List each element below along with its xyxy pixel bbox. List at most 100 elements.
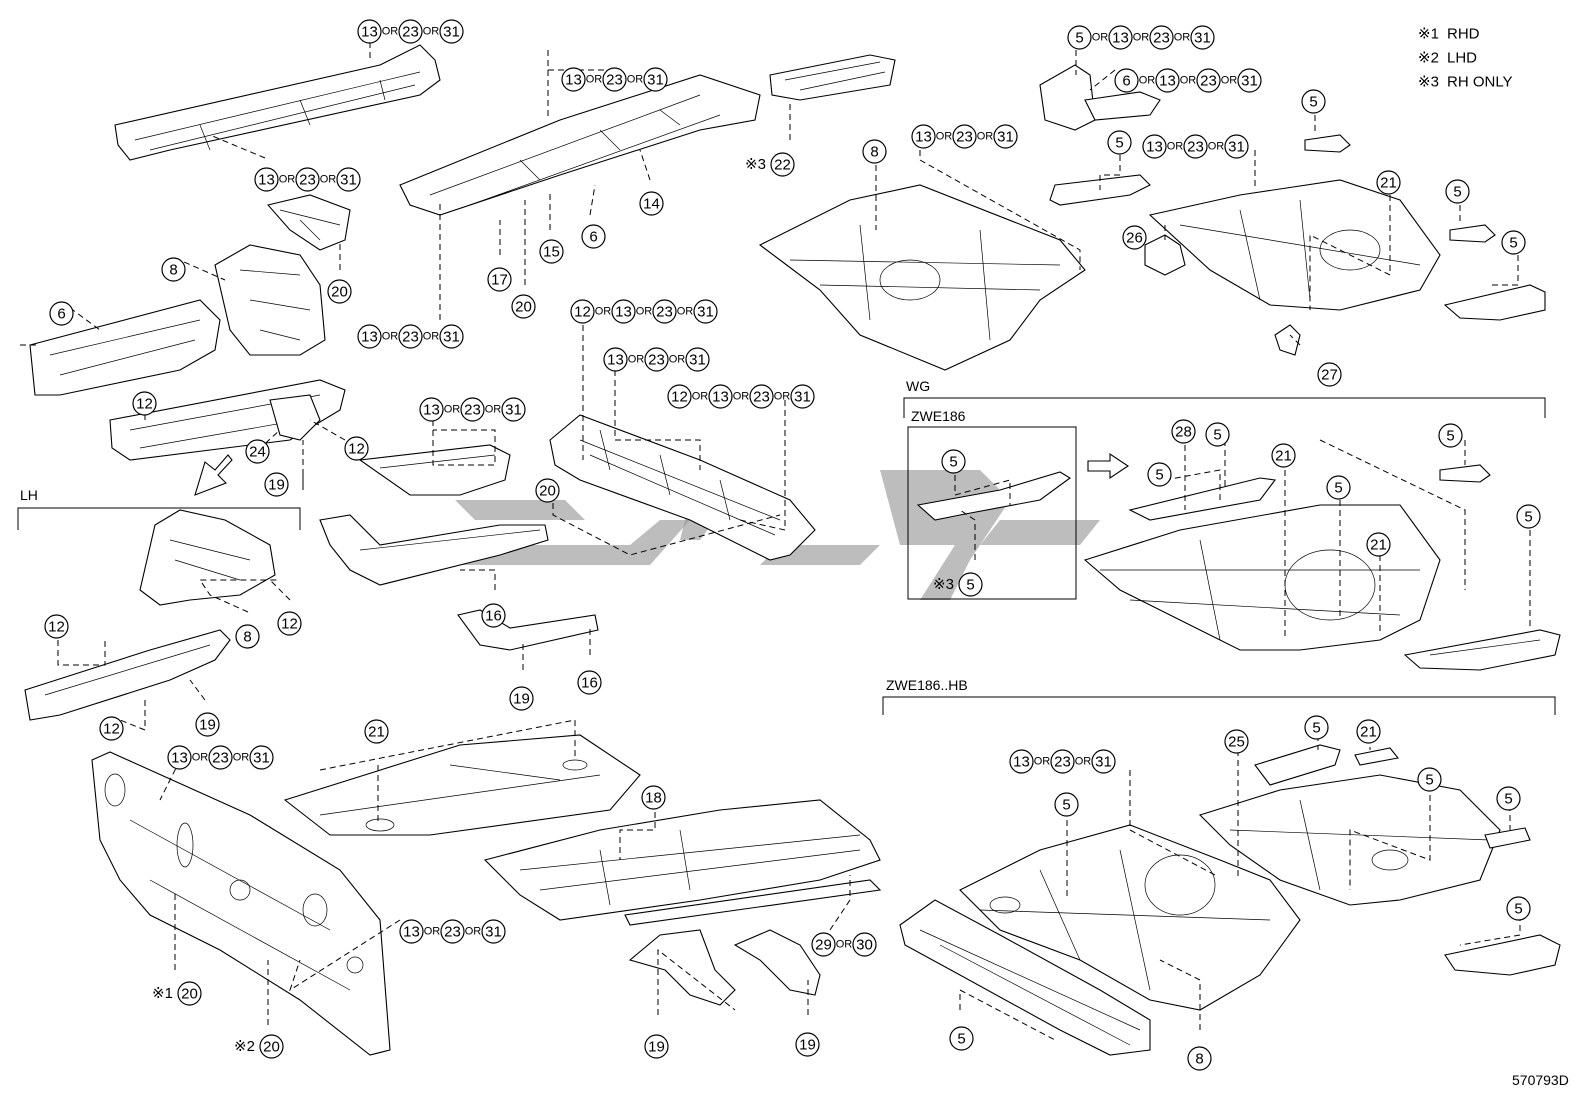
callout-circle [1067, 25, 1092, 50]
callout-or: OR [279, 174, 296, 186]
callout-group: 28 [1171, 419, 1196, 444]
callout-or: OR [677, 306, 694, 318]
callout-number: 5 [1334, 480, 1342, 497]
callout-prefix: ※3 [745, 156, 766, 173]
callout-number: 8 [870, 144, 878, 161]
part-hb-crossmember [899, 899, 1151, 1056]
callout-number: 13 [403, 924, 420, 941]
part-5-plate-d [1443, 284, 1546, 321]
callout-group: ※3 22 [745, 152, 795, 177]
callout-number: 23 [1153, 30, 1170, 47]
callout-number: 8 [169, 262, 177, 279]
section-label-zwe186-hb: ZWE186..HB [886, 677, 968, 693]
part-19-member [457, 609, 599, 651]
callout-circle [327, 279, 352, 304]
callout-number: 31 [794, 389, 811, 406]
callout-circle [770, 152, 795, 177]
arrow-down-left-icon [194, 454, 233, 496]
callout-circle [749, 384, 774, 409]
callout-circle [1009, 749, 1034, 774]
callout-circle [1438, 423, 1463, 448]
callout-circle [398, 324, 423, 349]
callout-group: 8 [862, 139, 887, 164]
callout-group: 26 [1122, 225, 1147, 250]
callout-number: 12 [136, 396, 153, 413]
callout-circle [1091, 749, 1116, 774]
callout-group: 21 [1366, 532, 1391, 557]
callout-circle [1122, 225, 1147, 250]
callout-number: 21 [368, 724, 385, 741]
callout-circle [399, 919, 424, 944]
callout-circle [501, 397, 526, 422]
callout-group: 5 [1147, 462, 1172, 487]
callout-circle [364, 719, 389, 744]
callout-number: 15 [543, 244, 560, 261]
callout-circle [161, 257, 186, 282]
callout-number: 22 [774, 157, 791, 174]
callout-number: 20 [181, 986, 198, 1003]
callout-circle [1516, 504, 1541, 529]
section-bracket-hb [882, 696, 1556, 715]
callout-group: 5 [1107, 130, 1132, 155]
callout-group: 19 [264, 472, 289, 497]
callout-circle [1155, 68, 1180, 93]
callout-group: 21 [364, 719, 389, 744]
part-upper-rail [114, 44, 441, 161]
callout-circle [581, 224, 606, 249]
callout-group: 5 [1417, 767, 1442, 792]
callout-group: 19 [509, 686, 534, 711]
callout-number: 18 [645, 790, 662, 807]
callout-number: 12 [103, 721, 120, 738]
callout-number: 6 [589, 229, 597, 246]
legend-item-2: ※2 [1418, 50, 1439, 67]
callout-number: 24 [249, 444, 266, 461]
callout-circle [862, 139, 887, 164]
callout-or: OR [977, 131, 994, 143]
callout-group: 5 [1304, 715, 1329, 740]
callout-circle [535, 478, 560, 503]
part-19-bracket-left [628, 929, 736, 1006]
callout-number: 5 [1514, 901, 1522, 918]
callout-group: 21 [1356, 719, 1381, 744]
callout-or: OR [465, 926, 482, 938]
callout-circle [99, 716, 124, 741]
section-bracket-wg [903, 397, 1546, 418]
callout-or: OR [1221, 75, 1238, 87]
part-wg-rear-plate [1403, 629, 1561, 671]
callout-circle [1183, 134, 1208, 159]
callout-or: OR [423, 331, 440, 343]
callout-group: 19 [644, 1034, 669, 1059]
callout-circle [958, 572, 983, 597]
callout-circle [44, 614, 69, 639]
callout-circle [811, 932, 836, 957]
callout-circle [460, 397, 485, 422]
callout-circle [1496, 786, 1521, 811]
callout-number: 31 [340, 172, 357, 189]
legend-text-3: RH ONLY [1447, 74, 1513, 91]
callout-or: OR [733, 391, 750, 403]
callout-number: 14 [643, 196, 660, 213]
callout-circle [693, 299, 718, 324]
section-label-zwe186: ZWE186 [911, 408, 966, 424]
figure-id: 570793D [1512, 1072, 1569, 1088]
callout-number: 31 [689, 352, 706, 369]
callout-number: 21 [1380, 175, 1397, 192]
callout-number: 13 [607, 352, 624, 369]
callout-circle [336, 167, 361, 192]
callout-circle [602, 67, 627, 92]
callout-or: OR [382, 331, 399, 343]
callout-circle [1190, 25, 1215, 50]
callout-or: OR [444, 404, 461, 416]
part-22-bracket [769, 54, 896, 101]
callout-group: 12 [277, 611, 302, 636]
callout-number: 21 [1360, 724, 1377, 741]
